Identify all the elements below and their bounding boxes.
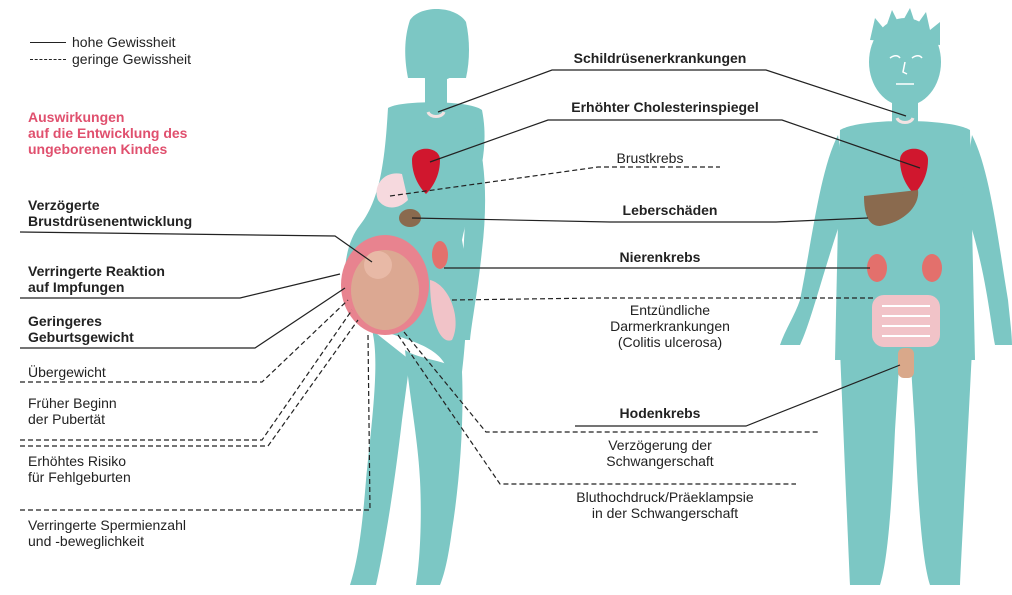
male-hair <box>870 8 940 45</box>
legend-dashed-line <box>30 59 66 60</box>
label-sperm-count: Verringerte Spermienzahl und -beweglichk… <box>28 517 186 549</box>
legend-solid-line <box>30 42 66 43</box>
label-testicular-cancer: Hodenkrebs <box>580 405 740 421</box>
label-thyroid-disease: Schildrüsenerkrankungen <box>540 50 780 66</box>
female-hair <box>405 9 469 78</box>
label-colitis: Entzündliche Darmerkrankungen (Colitis u… <box>570 302 770 350</box>
label-preeclampsia: Bluthochdruck/Präeklampsie in der Schwan… <box>540 489 790 521</box>
label-breast-cancer: Brustkrebs <box>580 150 720 166</box>
label-birth-weight: Geringeres Geburtsgewicht <box>28 313 134 345</box>
fetal-effects-heading: Auswirkungen auf die Entwicklung des ung… <box>28 109 187 157</box>
legend-solid-label: hohe Gewissheit <box>72 34 176 50</box>
label-kidney-cancer: Nierenkrebs <box>580 249 740 265</box>
male-genitals <box>898 348 914 378</box>
male-leg-right <box>910 350 972 585</box>
label-early-puberty: Früher Beginn der Pubertät <box>28 395 117 427</box>
female-kidney <box>432 241 448 269</box>
fetus-head <box>364 251 392 279</box>
female-leg-back <box>350 330 410 585</box>
label-cholesterol: Erhöhter Cholesterinspiegel <box>530 99 800 115</box>
male-kidney-right <box>922 254 942 282</box>
line-breast-dev <box>20 232 372 262</box>
label-overweight: Übergewicht <box>28 364 106 380</box>
label-liver-damage: Leberschäden <box>580 202 760 218</box>
male-intestine <box>872 295 940 347</box>
label-breast-development: Verzögerte Brustdrüsenentwicklung <box>28 197 192 229</box>
label-miscarriage-risk: Erhöhtes Risiko für Fehlgeburten <box>28 453 131 485</box>
female-leg-front <box>405 350 463 585</box>
legend-dashed-label: geringe Gewissheit <box>72 51 191 67</box>
label-pregnancy-delay: Verzögerung der Schwangerschaft <box>570 437 750 469</box>
label-vaccine-response: Verringerte Reaktion auf Impfungen <box>28 263 165 295</box>
female-neck <box>425 78 447 104</box>
